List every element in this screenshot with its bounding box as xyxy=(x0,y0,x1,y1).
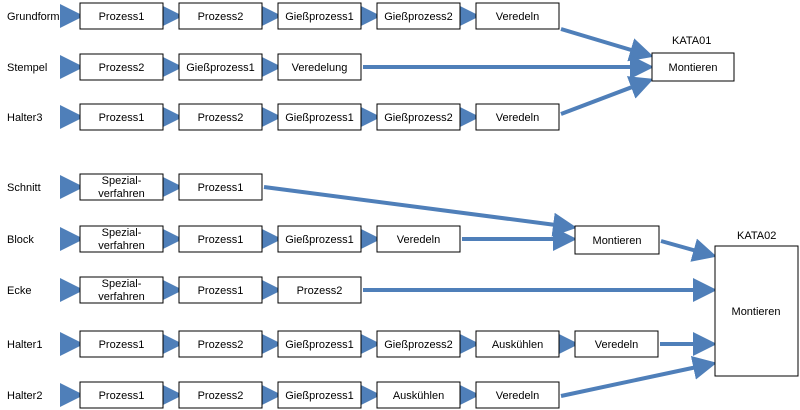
arrows-layer xyxy=(60,4,717,407)
process-box-halter3-1 xyxy=(178,103,263,131)
process-label-halter3-2: Gießprozess1 xyxy=(285,112,353,124)
kata01-box xyxy=(651,52,735,82)
row-label-stempel: Stempel xyxy=(7,62,47,74)
process-label-grundform-2: Gießprozess1 xyxy=(285,11,353,23)
kata02-box-text: Montieren xyxy=(732,306,781,318)
process-box-halter1-5 xyxy=(574,330,659,358)
process-box-halter3-3 xyxy=(376,103,461,131)
process-box-ecke-2 xyxy=(277,276,362,304)
process-box-ecke-1 xyxy=(178,276,263,304)
process-box-halter2-4 xyxy=(475,381,560,409)
process-box-grundform-3 xyxy=(376,2,461,30)
process-box-stempel-0 xyxy=(79,53,164,81)
process-label-grundform-4: Veredeln xyxy=(496,11,539,23)
process-box-schnitt-1 xyxy=(178,173,263,201)
process-box-halter1-1 xyxy=(178,330,263,358)
process-label-halter2-1: Prozess2 xyxy=(198,390,244,402)
process-label-halter3-4: Veredeln xyxy=(496,112,539,124)
process-label-grundform-3: Gießprozess2 xyxy=(384,11,452,23)
process-box-halter3-0 xyxy=(79,103,164,131)
process-box-grundform-0 xyxy=(79,2,164,30)
process-box-halter1-0 xyxy=(79,330,164,358)
process-label-halter1-4: Auskühlen xyxy=(492,339,543,351)
process-box-halter1-2 xyxy=(277,330,362,358)
process-label-halter2-3: Auskühlen xyxy=(393,390,444,402)
process-box-block-3 xyxy=(376,225,461,253)
process-label-halter3-0: Prozess1 xyxy=(99,112,145,124)
process-label-ecke-0: Spezial-verfahren xyxy=(98,278,144,303)
process-box-halter2-1 xyxy=(178,381,263,409)
process-label-halter3-1: Prozess2 xyxy=(198,112,244,124)
process-label-grundform-1: Prozess2 xyxy=(198,11,244,23)
row-label-halter1: Halter1 xyxy=(7,339,42,351)
row-label-grundform: Grundform xyxy=(7,11,60,23)
process-box-halter2-0 xyxy=(79,381,164,409)
process-box-block-2 xyxy=(277,225,362,253)
arrow-halter3-to-kata01 xyxy=(560,76,654,116)
process-label-schnitt-0: Spezial-verfahren xyxy=(98,175,144,200)
process-label-stempel-1: Gießprozess1 xyxy=(186,62,254,74)
process-label-block-2: Gießprozess1 xyxy=(285,234,353,246)
arrow-grundform-to-kata01 xyxy=(560,27,654,62)
arrow-schnitt-to-montieren xyxy=(263,185,577,237)
process-box-halter2-2 xyxy=(277,381,362,409)
process-box-halter2-3 xyxy=(376,381,461,409)
process-label-halter3-3: Gießprozess2 xyxy=(384,112,452,124)
process-label-block-3: Veredeln xyxy=(397,234,440,246)
kata01-box-text: Montieren xyxy=(669,62,718,74)
process-box-grundform-4 xyxy=(475,2,560,30)
row-label-ecke: Ecke xyxy=(7,285,31,297)
process-label-halter1-5: Veredeln xyxy=(595,339,638,351)
process-label-halter1-3: Gießprozess2 xyxy=(384,339,452,351)
arrow-montieren-to-kata02 xyxy=(660,238,717,262)
row-label-halter3: Halter3 xyxy=(7,112,42,124)
process-box-stempel-2 xyxy=(277,53,362,81)
process-box-grundform-2 xyxy=(277,2,362,30)
process-box-halter1-3 xyxy=(376,330,461,358)
arrow-halter2-to-kata02 xyxy=(560,356,717,398)
row-label-schnitt: Schnitt xyxy=(7,182,41,194)
process-box-block-0 xyxy=(79,225,164,253)
kata01-label: KATA01 xyxy=(672,35,711,47)
process-label-schnitt-1: Prozess1 xyxy=(198,182,244,194)
montieren-intermediate-text: Montieren xyxy=(593,235,642,247)
process-label-halter1-1: Prozess2 xyxy=(198,339,244,351)
row-label-block: Block xyxy=(7,234,34,246)
process-label-halter2-4: Veredeln xyxy=(496,390,539,402)
process-box-schnitt-0 xyxy=(79,173,164,201)
process-label-halter1-0: Prozess1 xyxy=(99,339,145,351)
process-label-halter1-2: Gießprozess1 xyxy=(285,339,353,351)
process-label-block-1: Prozess1 xyxy=(198,234,244,246)
process-label-ecke-1: Prozess1 xyxy=(198,285,244,297)
process-label-stempel-0: Prozess2 xyxy=(99,62,145,74)
process-box-grundform-1 xyxy=(178,2,263,30)
process-box-halter3-2 xyxy=(277,103,362,131)
process-box-halter3-4 xyxy=(475,103,560,131)
process-label-stempel-2: Veredelung xyxy=(292,62,348,74)
process-box-block-1 xyxy=(178,225,263,253)
process-label-grundform-0: Prozess1 xyxy=(99,11,145,23)
process-label-halter2-2: Gießprozess1 xyxy=(285,390,353,402)
montieren-intermediate-box xyxy=(574,225,660,255)
process-label-halter2-0: Prozess1 xyxy=(99,390,145,402)
process-box-stempel-1 xyxy=(178,53,263,81)
kata02-box xyxy=(714,245,799,377)
process-box-halter1-4 xyxy=(475,330,560,358)
process-label-ecke-2: Prozess2 xyxy=(297,285,343,297)
process-label-block-0: Spezial-verfahren xyxy=(98,227,144,252)
kata02-label: KATA02 xyxy=(737,230,776,242)
row-label-halter2: Halter2 xyxy=(7,390,42,402)
process-box-ecke-0 xyxy=(79,276,164,304)
